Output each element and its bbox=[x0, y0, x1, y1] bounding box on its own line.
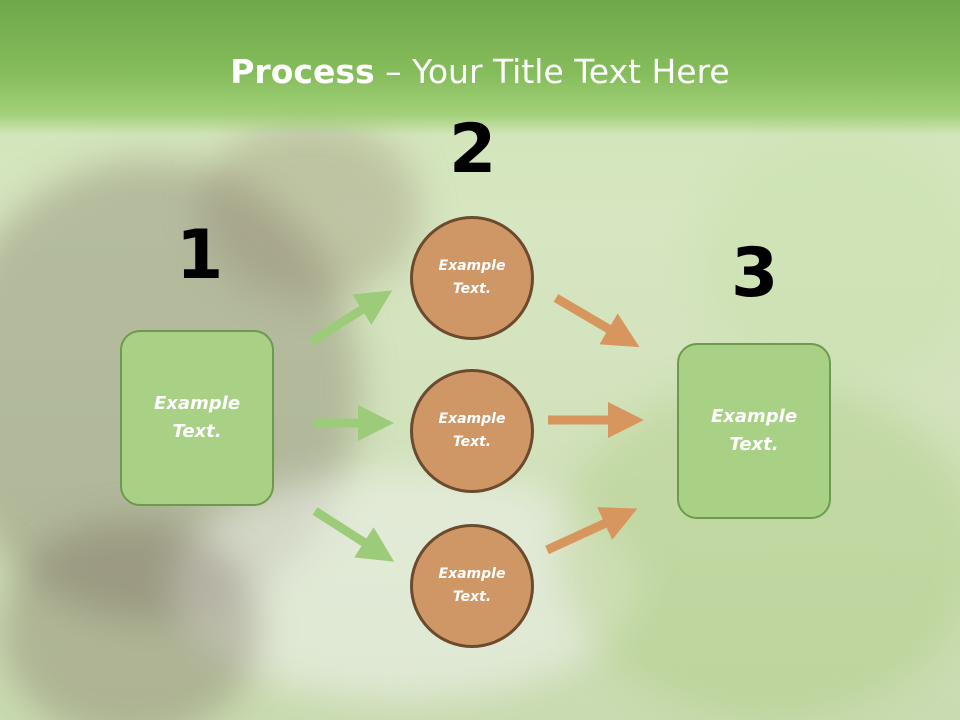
slide-title: Process – Your Title Text Here bbox=[0, 52, 960, 91]
step-number-1: 1 bbox=[176, 216, 224, 295]
title-bar bbox=[0, 0, 960, 135]
title-bold: Process bbox=[230, 52, 375, 91]
step-2-circle-bottom: Example Text. bbox=[410, 524, 534, 648]
circle-text: Example Text. bbox=[438, 258, 506, 297]
step-2-circle-top: Example Text. bbox=[410, 216, 534, 340]
arrow-2c-to-3 bbox=[545, 507, 638, 555]
background-photo-shape bbox=[200, 120, 420, 300]
step-1-text: Example Text. bbox=[153, 393, 241, 442]
step-1-box: Example Text. bbox=[120, 330, 274, 506]
arrow-1-to-2a bbox=[308, 290, 393, 346]
circle-text: Example Text. bbox=[438, 411, 506, 450]
circle-text: Example Text. bbox=[438, 566, 506, 605]
arrow-2a-to-3 bbox=[553, 294, 640, 348]
background-photo-shape bbox=[700, 140, 960, 380]
step-3-text: Example Text. bbox=[710, 406, 798, 455]
arrow-1-to-2c bbox=[312, 507, 395, 562]
step-3-box: Example Text. bbox=[677, 343, 831, 519]
background-photo-shape bbox=[0, 520, 260, 720]
step-number-2: 2 bbox=[449, 110, 497, 189]
step-number-3: 3 bbox=[731, 234, 779, 313]
title-rest: – Your Title Text Here bbox=[374, 52, 730, 91]
step-2-circle-middle: Example Text. bbox=[410, 369, 534, 493]
background-photo-shape bbox=[170, 470, 640, 700]
